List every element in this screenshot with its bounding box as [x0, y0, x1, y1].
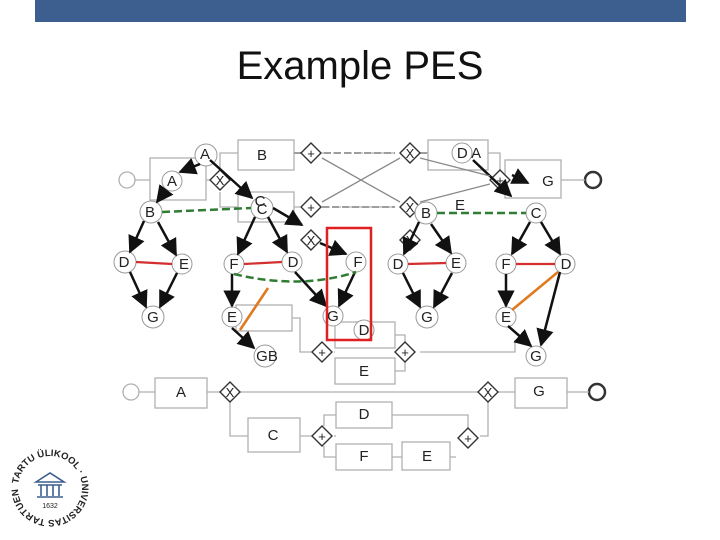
task-box-g-bottom — [514, 377, 568, 409]
end-event-bottom — [587, 382, 607, 402]
slide-title: Example PES — [236, 44, 484, 88]
task-box-c-bottom — [247, 417, 301, 453]
label-low-d: D — [359, 322, 370, 339]
svg-text:+: + — [307, 200, 315, 215]
label-top-da: D A — [457, 145, 481, 162]
top-color-bar — [35, 0, 686, 22]
label-far-g: G — [530, 348, 542, 365]
university-building-icon — [33, 472, 67, 498]
label-right-d: D — [393, 256, 404, 273]
svg-text:+: + — [464, 431, 472, 446]
label-top-c: C — [257, 201, 268, 218]
label-bot-e: E — [422, 448, 432, 465]
label-mid-g: G — [327, 308, 339, 325]
svg-text:+: + — [318, 345, 326, 360]
label-net-b: B — [145, 204, 155, 221]
gateway-and-top-2 — [300, 196, 322, 218]
svg-text:+: + — [307, 146, 315, 161]
task-box-b-top — [237, 139, 295, 171]
label-bot-g: G — [533, 383, 545, 400]
label-far-f: F — [501, 256, 510, 273]
label-net-c: C — [255, 193, 266, 210]
label-mid-e: E — [227, 309, 237, 326]
start-event-top — [118, 171, 136, 189]
svg-text:X: X — [307, 233, 316, 248]
highlight-box — [325, 226, 373, 342]
svg-text:X: X — [484, 385, 493, 400]
diagram-labels: A B C D A G A B C D E G F D F E G GB B E… — [119, 145, 572, 465]
label-bot-c: C — [268, 427, 279, 444]
label-mid-f2: F — [353, 254, 362, 271]
logo-ring-text: TARTU ÜLIKOOL · UNIVERSITAS TARTUENSIS — [10, 448, 90, 528]
label-top-b: B — [257, 147, 267, 164]
label-right-b: B — [421, 205, 431, 222]
svg-text:X: X — [406, 146, 415, 161]
label-mid-f: F — [229, 256, 238, 273]
label-mid-d: D — [288, 254, 299, 271]
university-logo: TARTU ÜLIKOOL · UNIVERSITAS TARTUENSIS 1… — [10, 448, 90, 528]
conflict-edges-red — [135, 260, 555, 266]
label-net-a: A — [167, 173, 177, 190]
orange-edges — [238, 270, 559, 331]
label-far-c: C — [531, 205, 542, 222]
task-box-e-bottom — [401, 441, 451, 471]
label-top-g: G — [542, 173, 554, 190]
label-net-e: E — [179, 256, 189, 273]
label-far-e: E — [501, 309, 511, 326]
svg-text:X: X — [226, 385, 235, 400]
label-right-g: G — [421, 309, 433, 326]
gateway-xor-mid-1 — [300, 229, 322, 251]
gateway-and-bottom-right — [457, 427, 479, 449]
logo-year: 1632 — [42, 503, 58, 510]
gateway-xor-top-mid — [399, 142, 421, 164]
label-net-g: G — [147, 309, 159, 326]
label-bot-f: F — [359, 448, 368, 465]
task-box-mid-left — [235, 304, 293, 332]
gateway-xor-bottom-right — [477, 381, 499, 403]
gateway-and-mid-left — [311, 341, 333, 363]
svg-text:X: X — [216, 173, 225, 188]
label-net-d: D — [119, 254, 130, 271]
task-box-a-top — [149, 157, 207, 201]
gateway-and-mid-right — [394, 341, 416, 363]
label-far-d: D — [561, 256, 572, 273]
green-dashed-edges — [161, 206, 526, 283]
svg-text:+: + — [318, 429, 326, 444]
gateway-xor-bottom-left — [219, 381, 241, 403]
label-bot-d: D — [359, 406, 370, 423]
svg-text:+: + — [401, 345, 409, 360]
gray-diagonal-flows — [321, 157, 491, 203]
gateway-and-top-1 — [300, 142, 322, 164]
label-right-e: E — [455, 197, 465, 214]
gateway-and-bottom-left — [311, 425, 333, 447]
start-event-bottom — [122, 383, 140, 401]
label-bot-a: A — [176, 384, 186, 401]
label-top-a: A — [200, 146, 210, 163]
causality-arrows — [128, 158, 562, 350]
end-event-top — [583, 170, 603, 190]
label-mid-gb: GB — [256, 348, 278, 365]
svg-text:X: X — [406, 200, 415, 215]
task-box-a-bottom — [154, 377, 208, 409]
task-box-da-top — [427, 139, 489, 171]
label-right-e2: E — [451, 255, 461, 272]
label-low-e: E — [359, 363, 369, 380]
